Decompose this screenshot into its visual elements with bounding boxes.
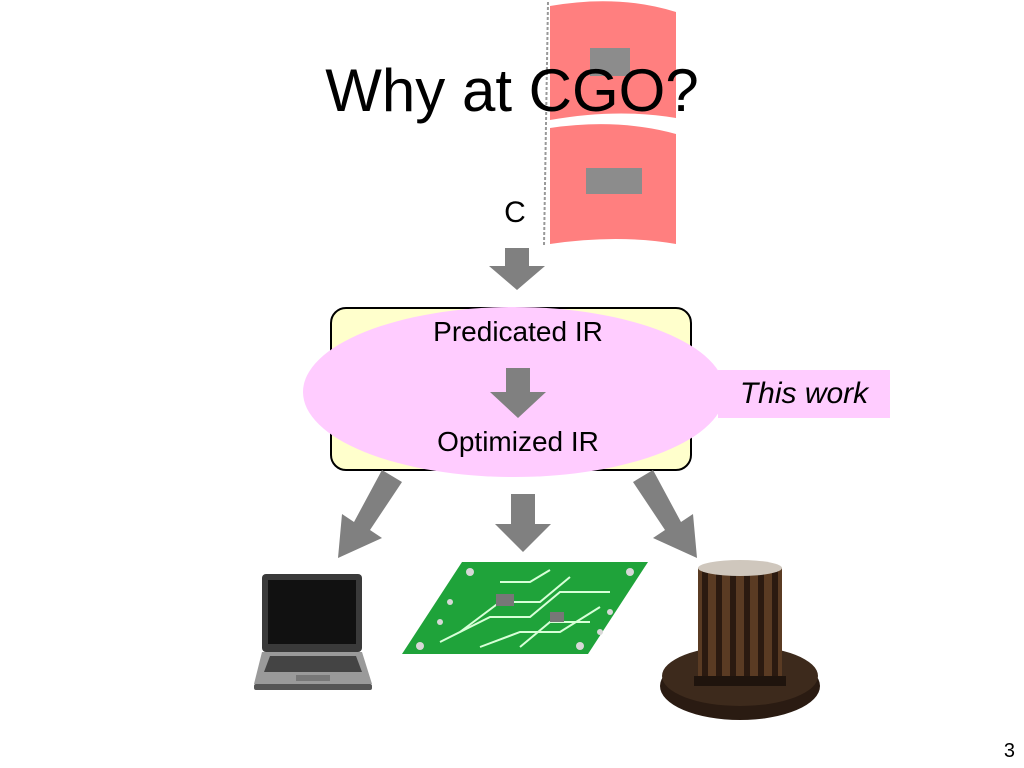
- down-arrow-icon: [495, 494, 551, 552]
- optimized-ir-label: Optimized IR: [437, 426, 599, 457]
- slide-title: Why at CGO?: [325, 57, 699, 124]
- laptop-icon: [254, 574, 372, 690]
- diagonal-arrow-icon: [633, 470, 697, 558]
- page-number: 3: [1003, 740, 1015, 762]
- diagonal-arrow-icon: [338, 470, 402, 558]
- circuit-board-icon: [402, 562, 648, 654]
- this-work-callout: This work: [718, 370, 890, 418]
- source-language-label: C: [504, 196, 526, 229]
- down-arrow-icon: [490, 368, 546, 418]
- down-arrow-icon: [489, 248, 545, 290]
- supercomputer-icon: [660, 560, 820, 720]
- red-flag-icon: [543, 1, 676, 247]
- predicated-ir-label: Predicated IR: [433, 316, 603, 347]
